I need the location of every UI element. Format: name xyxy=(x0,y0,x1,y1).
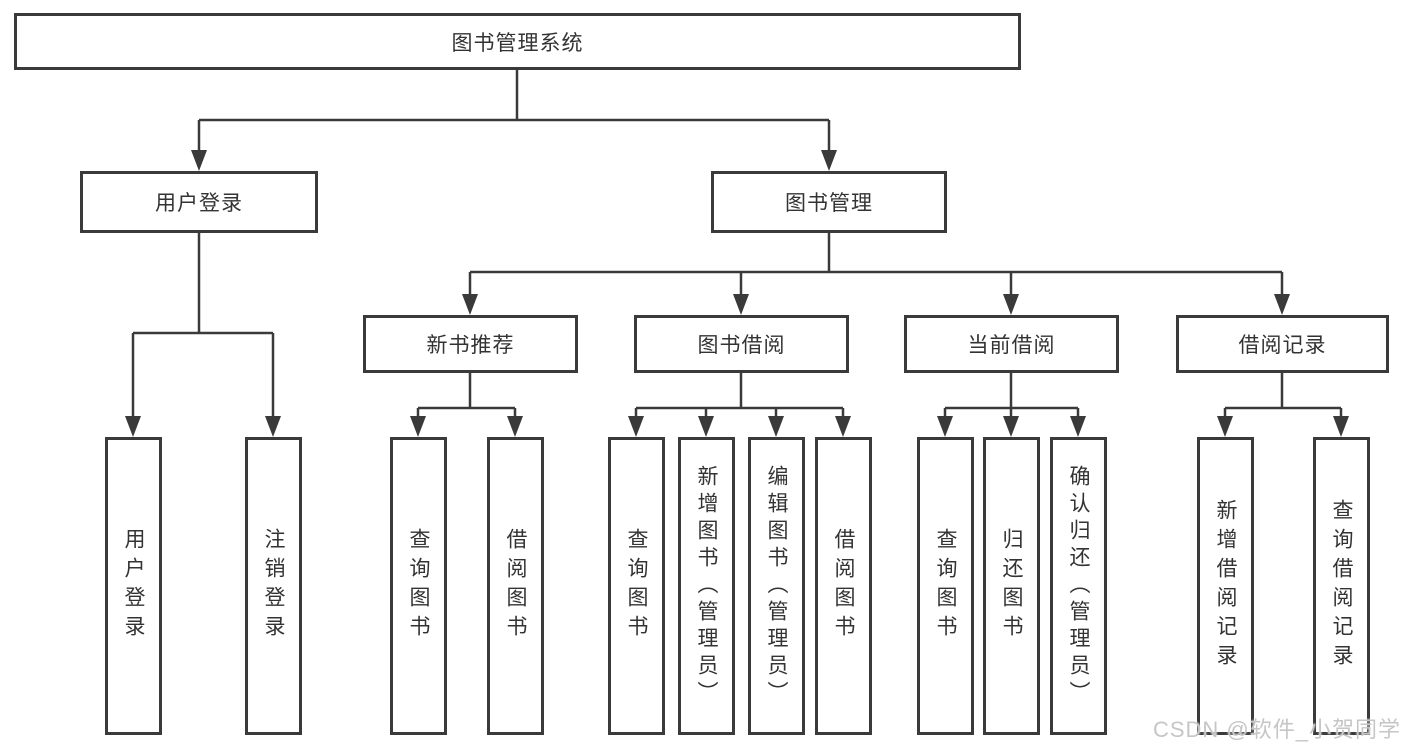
leaf-logout-action: 注销登录 xyxy=(245,437,302,735)
leaf-user-login-action: 用户登录 xyxy=(105,437,162,735)
node-book-management: 图书管理 xyxy=(711,171,947,233)
csdn-watermark: CSDN @软件_小贺同学 xyxy=(1152,717,1401,742)
node-new-book-recommend: 新书推荐 xyxy=(363,315,578,373)
leaf-query-books-current: 查询图书 xyxy=(917,437,974,735)
node-user-login: 用户登录 xyxy=(80,171,318,233)
leaf-add-borrowing-record-label: 新增借阅记录 xyxy=(1214,499,1237,673)
leaf-return-books: 归还图书 xyxy=(983,437,1040,735)
leaf-query-books-current-label: 查询图书 xyxy=(934,528,957,644)
node-current-borrowing: 当前借阅 xyxy=(904,315,1119,373)
leaf-borrow-books-recommend: 借阅图书 xyxy=(487,437,544,735)
leaf-borrow-books: 借阅图书 xyxy=(815,437,872,735)
leaf-add-borrowing-record: 新增借阅记录 xyxy=(1197,437,1254,735)
leaf-confirm-return-admin-label: 确认归还（管理员） xyxy=(1067,464,1090,708)
leaf-logout-action-label: 注销登录 xyxy=(262,528,285,644)
leaf-add-books-admin-label: 新增图书（管理员） xyxy=(695,464,718,708)
node-book-management-label: 图书管理 xyxy=(785,192,873,215)
leaf-query-books-borrowing: 查询图书 xyxy=(608,437,665,735)
leaf-confirm-return-admin: 确认归还（管理员） xyxy=(1050,437,1107,735)
leaf-query-books-recommend-label: 查询图书 xyxy=(407,528,430,644)
node-root-label: 图书管理系统 xyxy=(451,31,584,55)
node-borrowing-records: 借阅记录 xyxy=(1176,315,1389,373)
node-root: 图书管理系统 xyxy=(14,13,1021,70)
leaf-return-books-label: 归还图书 xyxy=(1000,528,1023,644)
leaf-query-borrowing-record-label: 查询借阅记录 xyxy=(1330,499,1353,673)
leaf-borrow-books-label: 借阅图书 xyxy=(832,528,855,644)
leaf-query-borrowing-record: 查询借阅记录 xyxy=(1313,437,1370,735)
leaf-borrow-books-recommend-label: 借阅图书 xyxy=(504,528,527,644)
leaf-query-books-borrowing-label: 查询图书 xyxy=(625,528,648,644)
leaf-add-books-admin: 新增图书（管理员） xyxy=(678,437,735,735)
node-user-login-label: 用户登录 xyxy=(155,192,243,215)
leaf-user-login-action-label: 用户登录 xyxy=(122,528,145,644)
node-new-book-recommend-label: 新书推荐 xyxy=(426,334,515,357)
leaf-edit-books-admin: 编辑图书（管理员） xyxy=(748,437,805,735)
leaf-query-books-recommend: 查询图书 xyxy=(390,437,447,735)
node-borrowing-records-label: 借阅记录 xyxy=(1238,334,1327,357)
node-book-borrowing: 图书借阅 xyxy=(634,315,849,373)
node-book-borrowing-label: 图书借阅 xyxy=(697,334,786,357)
node-current-borrowing-label: 当前借阅 xyxy=(967,334,1056,357)
leaf-edit-books-admin-label: 编辑图书（管理员） xyxy=(765,464,788,708)
